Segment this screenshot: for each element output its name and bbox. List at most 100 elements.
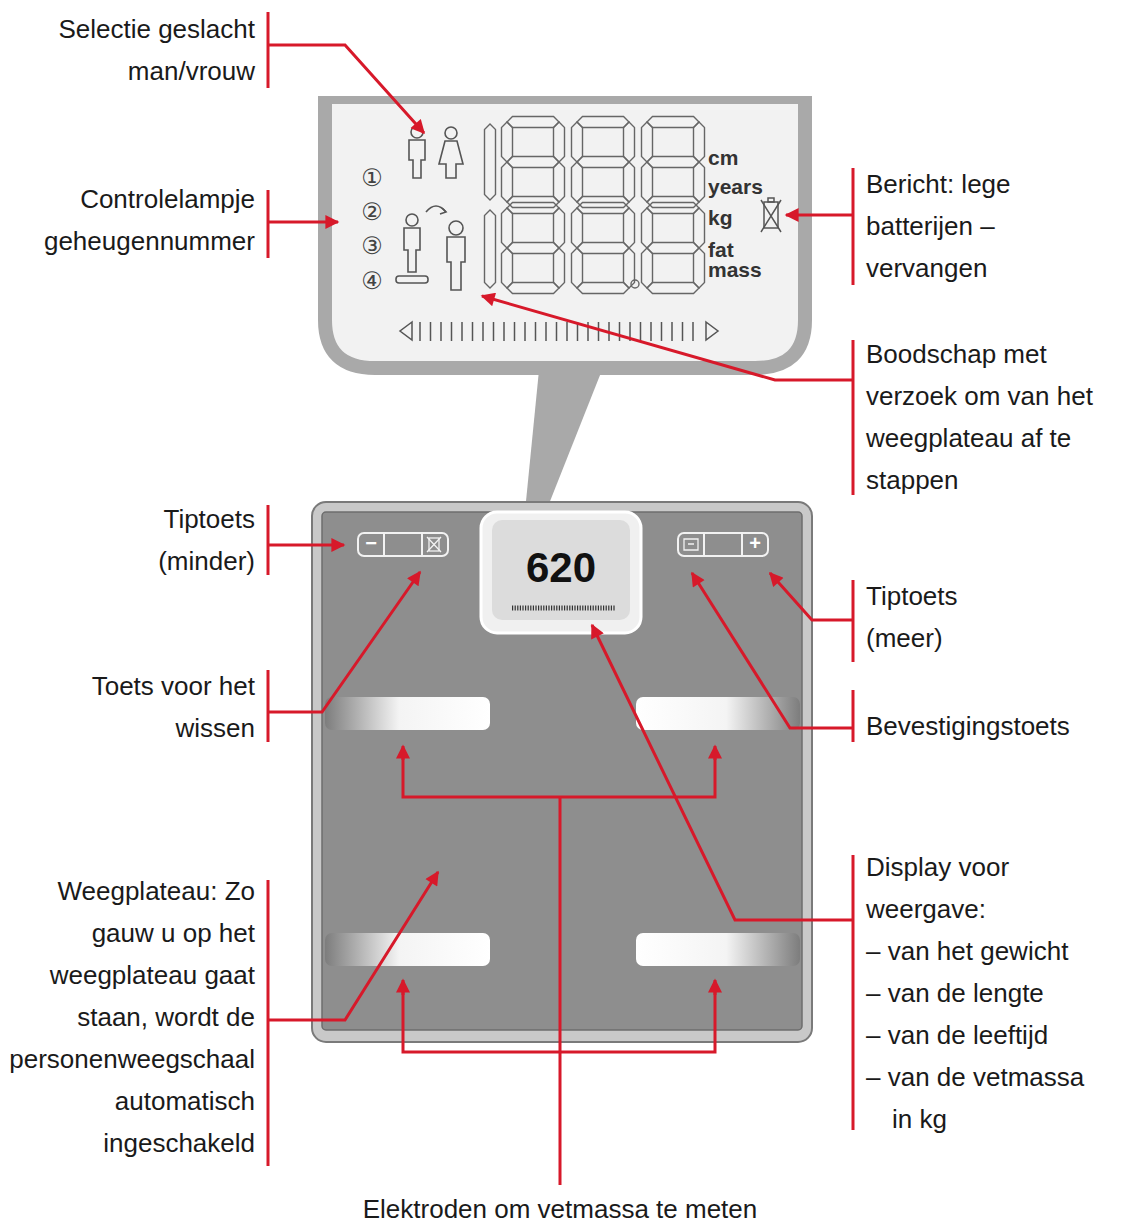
callout-label: Display voor weergave: bbox=[866, 846, 1041, 930]
leader-line bbox=[403, 748, 715, 797]
person-icon bbox=[396, 126, 465, 290]
electrode bbox=[636, 933, 800, 966]
bar-tick bbox=[619, 322, 621, 341]
digit-segment bbox=[577, 243, 629, 254]
bar-tick bbox=[692, 322, 694, 341]
leader-line bbox=[268, 544, 344, 547]
leader-line bbox=[402, 746, 405, 760]
digit-segment bbox=[694, 122, 705, 162]
leader-line bbox=[267, 12, 270, 88]
bar-tick bbox=[514, 322, 516, 341]
bar-tick bbox=[566, 322, 568, 341]
display-screen bbox=[492, 520, 630, 620]
digit-segment bbox=[502, 248, 513, 288]
callout-label: Elektroden om vetmassa te meten bbox=[330, 1188, 790, 1229]
leader-line bbox=[268, 572, 420, 712]
digit-segment bbox=[507, 283, 559, 294]
bar-tick bbox=[671, 322, 673, 341]
digit-segment bbox=[577, 117, 629, 128]
digit-segment bbox=[554, 122, 565, 162]
touch-button bbox=[427, 537, 441, 552]
person-icon bbox=[439, 141, 463, 178]
display-bar bbox=[512, 606, 615, 611]
digit-segment bbox=[647, 243, 699, 254]
electrode bbox=[636, 697, 800, 730]
digit-segment bbox=[572, 208, 583, 248]
bar-tick bbox=[524, 322, 526, 341]
person-icon bbox=[440, 208, 446, 214]
callout-label: Toets voor het wissen bbox=[50, 665, 255, 749]
leader-line bbox=[852, 340, 855, 495]
person-icon bbox=[396, 276, 428, 283]
memory-number: ③ bbox=[356, 231, 388, 261]
digit-segment bbox=[647, 117, 699, 128]
digit-segment bbox=[577, 157, 629, 168]
bar-tick bbox=[482, 322, 484, 341]
unit-label: cm bbox=[708, 146, 772, 170]
bar-tick bbox=[493, 322, 495, 341]
digit-segment bbox=[507, 117, 559, 128]
bar-tick bbox=[640, 322, 642, 341]
leader-line bbox=[482, 296, 853, 380]
leader-line bbox=[692, 573, 853, 728]
unit-label: kg bbox=[708, 206, 772, 230]
step-off-bar bbox=[400, 322, 718, 341]
digit-segment bbox=[502, 208, 513, 248]
button-symbol: − bbox=[359, 529, 383, 557]
digit-segment bbox=[647, 283, 699, 294]
touch-button bbox=[741, 533, 743, 556]
step-off-bar bbox=[706, 322, 718, 340]
digit-segment bbox=[624, 122, 635, 162]
leader-line bbox=[852, 168, 855, 285]
callout-label: Bericht: lege batterijen – vervangen bbox=[866, 163, 1044, 289]
battery-icon bbox=[768, 198, 774, 202]
person-icon bbox=[404, 228, 420, 272]
leader-line bbox=[402, 980, 405, 995]
digit-segment bbox=[642, 248, 653, 288]
list-item: – van het gewicht bbox=[866, 930, 1128, 972]
digit-segment bbox=[694, 248, 705, 288]
digit-segment bbox=[507, 243, 559, 254]
electrode bbox=[325, 697, 490, 730]
digit-segment bbox=[647, 157, 699, 168]
leader-line bbox=[267, 505, 270, 575]
bar-tick bbox=[661, 322, 663, 341]
digit-segment bbox=[642, 208, 653, 248]
leader-line bbox=[592, 625, 853, 920]
leader-line bbox=[267, 670, 270, 742]
bar-tick bbox=[682, 322, 684, 341]
weighing-platform bbox=[322, 512, 802, 1030]
battery-icon bbox=[761, 200, 781, 232]
digit-segment bbox=[694, 162, 705, 202]
touch-button bbox=[703, 533, 705, 556]
bar-tick bbox=[472, 322, 474, 341]
digit-segment bbox=[572, 162, 583, 202]
digit-segment bbox=[577, 283, 629, 294]
memory-number: ④ bbox=[356, 266, 388, 296]
bar-tick bbox=[503, 322, 505, 341]
bar-tick bbox=[440, 322, 442, 341]
digit-segment bbox=[642, 162, 653, 202]
leader-line bbox=[852, 690, 855, 742]
display-frame bbox=[325, 103, 805, 368]
bar-tick bbox=[451, 322, 453, 341]
list-item: – van de leeftijd bbox=[866, 1014, 1128, 1056]
bar-tick bbox=[650, 322, 652, 341]
list-item: – van de vetmassa in kg bbox=[866, 1056, 1106, 1140]
electrode bbox=[325, 933, 490, 966]
bar-tick bbox=[535, 322, 537, 341]
person-icon bbox=[445, 127, 457, 139]
list-item: – van de lengte bbox=[866, 972, 1128, 1014]
memory-number: ① bbox=[356, 163, 388, 193]
callout-label: Selectie geslacht man/vrouw bbox=[15, 8, 255, 92]
scale-frame bbox=[312, 502, 812, 1042]
leader-line bbox=[267, 880, 270, 1166]
touch-button bbox=[684, 539, 698, 550]
leader-line bbox=[714, 980, 717, 995]
segment-digits bbox=[485, 117, 705, 294]
digit-segment bbox=[485, 210, 496, 288]
digit-segment bbox=[502, 122, 513, 162]
digit-segment bbox=[554, 208, 565, 248]
step-off-bar bbox=[400, 322, 412, 340]
